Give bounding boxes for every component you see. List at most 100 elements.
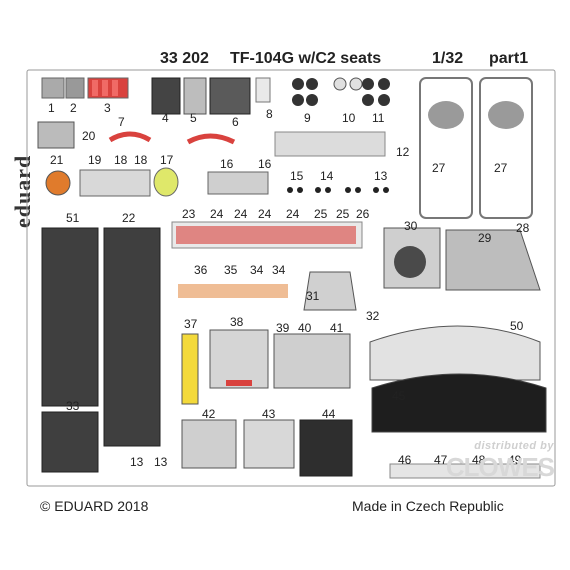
part-4-8-group xyxy=(151,77,271,115)
svg-text:11: 11 xyxy=(372,111,385,125)
svg-text:44: 44 xyxy=(322,407,336,421)
scale-label: 1/32 xyxy=(432,50,464,67)
svg-text:19: 19 xyxy=(88,153,102,167)
catalog-number: 33 202 xyxy=(160,50,209,67)
svg-text:41: 41 xyxy=(330,321,344,335)
svg-text:5: 5 xyxy=(190,111,197,125)
svg-text:2: 2 xyxy=(70,101,77,115)
svg-text:43: 43 xyxy=(262,407,276,421)
part-31-32 xyxy=(303,271,357,311)
svg-text:24: 24 xyxy=(234,207,248,221)
svg-text:34: 34 xyxy=(250,263,264,277)
part-21-knob xyxy=(45,170,71,196)
svg-text:36: 36 xyxy=(194,263,208,277)
svg-text:28: 28 xyxy=(516,221,530,235)
svg-text:6: 6 xyxy=(232,115,239,129)
svg-text:51: 51 xyxy=(66,211,80,225)
svg-text:16: 16 xyxy=(258,157,272,171)
svg-text:4: 4 xyxy=(162,111,169,125)
part-label: part1 xyxy=(489,50,529,67)
svg-text:46: 46 xyxy=(398,453,412,467)
strip-7 xyxy=(108,131,152,143)
part-42 xyxy=(181,419,237,469)
part-43 xyxy=(243,419,295,469)
part-28-29 xyxy=(445,229,541,291)
svg-text:34: 34 xyxy=(272,263,286,277)
svg-text:22: 22 xyxy=(122,211,136,225)
svg-text:32: 32 xyxy=(366,309,380,323)
svg-text:45: 45 xyxy=(392,389,406,403)
svg-text:7: 7 xyxy=(118,115,125,129)
svg-text:15: 15 xyxy=(290,169,304,183)
svg-text:18: 18 xyxy=(114,153,128,167)
svg-text:8: 8 xyxy=(266,107,273,121)
svg-text:49: 49 xyxy=(508,453,522,467)
svg-text:9: 9 xyxy=(304,111,311,125)
svg-text:13: 13 xyxy=(374,169,388,183)
svg-text:12: 12 xyxy=(396,145,410,159)
part-17 xyxy=(153,167,179,197)
part-16 xyxy=(207,171,269,195)
svg-text:47: 47 xyxy=(434,453,448,467)
part-38 xyxy=(209,329,269,389)
svg-text:33: 33 xyxy=(66,399,80,413)
part-18-19 xyxy=(79,169,151,197)
svg-text:27: 27 xyxy=(494,161,508,175)
panel-45 xyxy=(371,373,547,433)
strips-23-26 xyxy=(171,221,363,249)
svg-text:17: 17 xyxy=(160,153,174,167)
svg-text:30: 30 xyxy=(404,219,418,233)
svg-text:29: 29 xyxy=(478,231,492,245)
strip-6 xyxy=(186,133,236,145)
part-34-36 xyxy=(178,284,288,298)
svg-text:27: 27 xyxy=(432,161,446,175)
distributor-watermark: distributed by CLOWES xyxy=(445,440,555,482)
svg-text:24: 24 xyxy=(258,207,272,221)
svg-text:42: 42 xyxy=(202,407,216,421)
svg-text:13: 13 xyxy=(130,455,144,469)
panel-50 xyxy=(369,325,541,381)
svg-text:37: 37 xyxy=(184,317,198,331)
svg-text:18: 18 xyxy=(134,153,148,167)
svg-text:13: 13 xyxy=(154,455,168,469)
seat-harness-27 xyxy=(419,77,533,219)
part-13-15 xyxy=(287,187,389,193)
part-37 xyxy=(181,333,199,405)
part-46-49 xyxy=(389,463,541,479)
switch-row-12 xyxy=(274,131,386,157)
svg-text:3: 3 xyxy=(104,101,111,115)
svg-text:48: 48 xyxy=(472,453,486,467)
fret-frame xyxy=(26,69,556,487)
svg-text:14: 14 xyxy=(320,169,334,183)
svg-text:31: 31 xyxy=(306,289,320,303)
svg-text:40: 40 xyxy=(298,321,312,335)
panel-22 xyxy=(103,227,161,447)
svg-text:25: 25 xyxy=(314,207,328,221)
svg-text:39: 39 xyxy=(276,321,290,335)
part-44 xyxy=(299,419,353,477)
part-20 xyxy=(37,121,75,149)
panel-33 xyxy=(41,411,99,473)
svg-text:26: 26 xyxy=(356,207,370,221)
svg-text:25: 25 xyxy=(336,207,350,221)
origin-text: Made in Czech Republic xyxy=(352,498,504,514)
svg-text:10: 10 xyxy=(342,111,356,125)
copyright-text: © EDUARD 2018 xyxy=(40,498,149,514)
kit-title: TF-104G w/C2 seats xyxy=(230,50,382,67)
part-39-41 xyxy=(273,333,351,389)
panel-51 xyxy=(41,227,99,407)
svg-text:24: 24 xyxy=(210,207,224,221)
svg-text:24: 24 xyxy=(286,207,300,221)
svg-text:35: 35 xyxy=(224,263,238,277)
svg-text:16: 16 xyxy=(220,157,234,171)
svg-text:20: 20 xyxy=(82,129,96,143)
svg-text:38: 38 xyxy=(230,315,244,329)
svg-text:1: 1 xyxy=(48,101,55,115)
part-1-3-group xyxy=(41,77,129,99)
gauge-cluster-9-11 xyxy=(292,77,390,106)
part-30-display xyxy=(394,246,426,278)
svg-text:21: 21 xyxy=(50,153,64,167)
